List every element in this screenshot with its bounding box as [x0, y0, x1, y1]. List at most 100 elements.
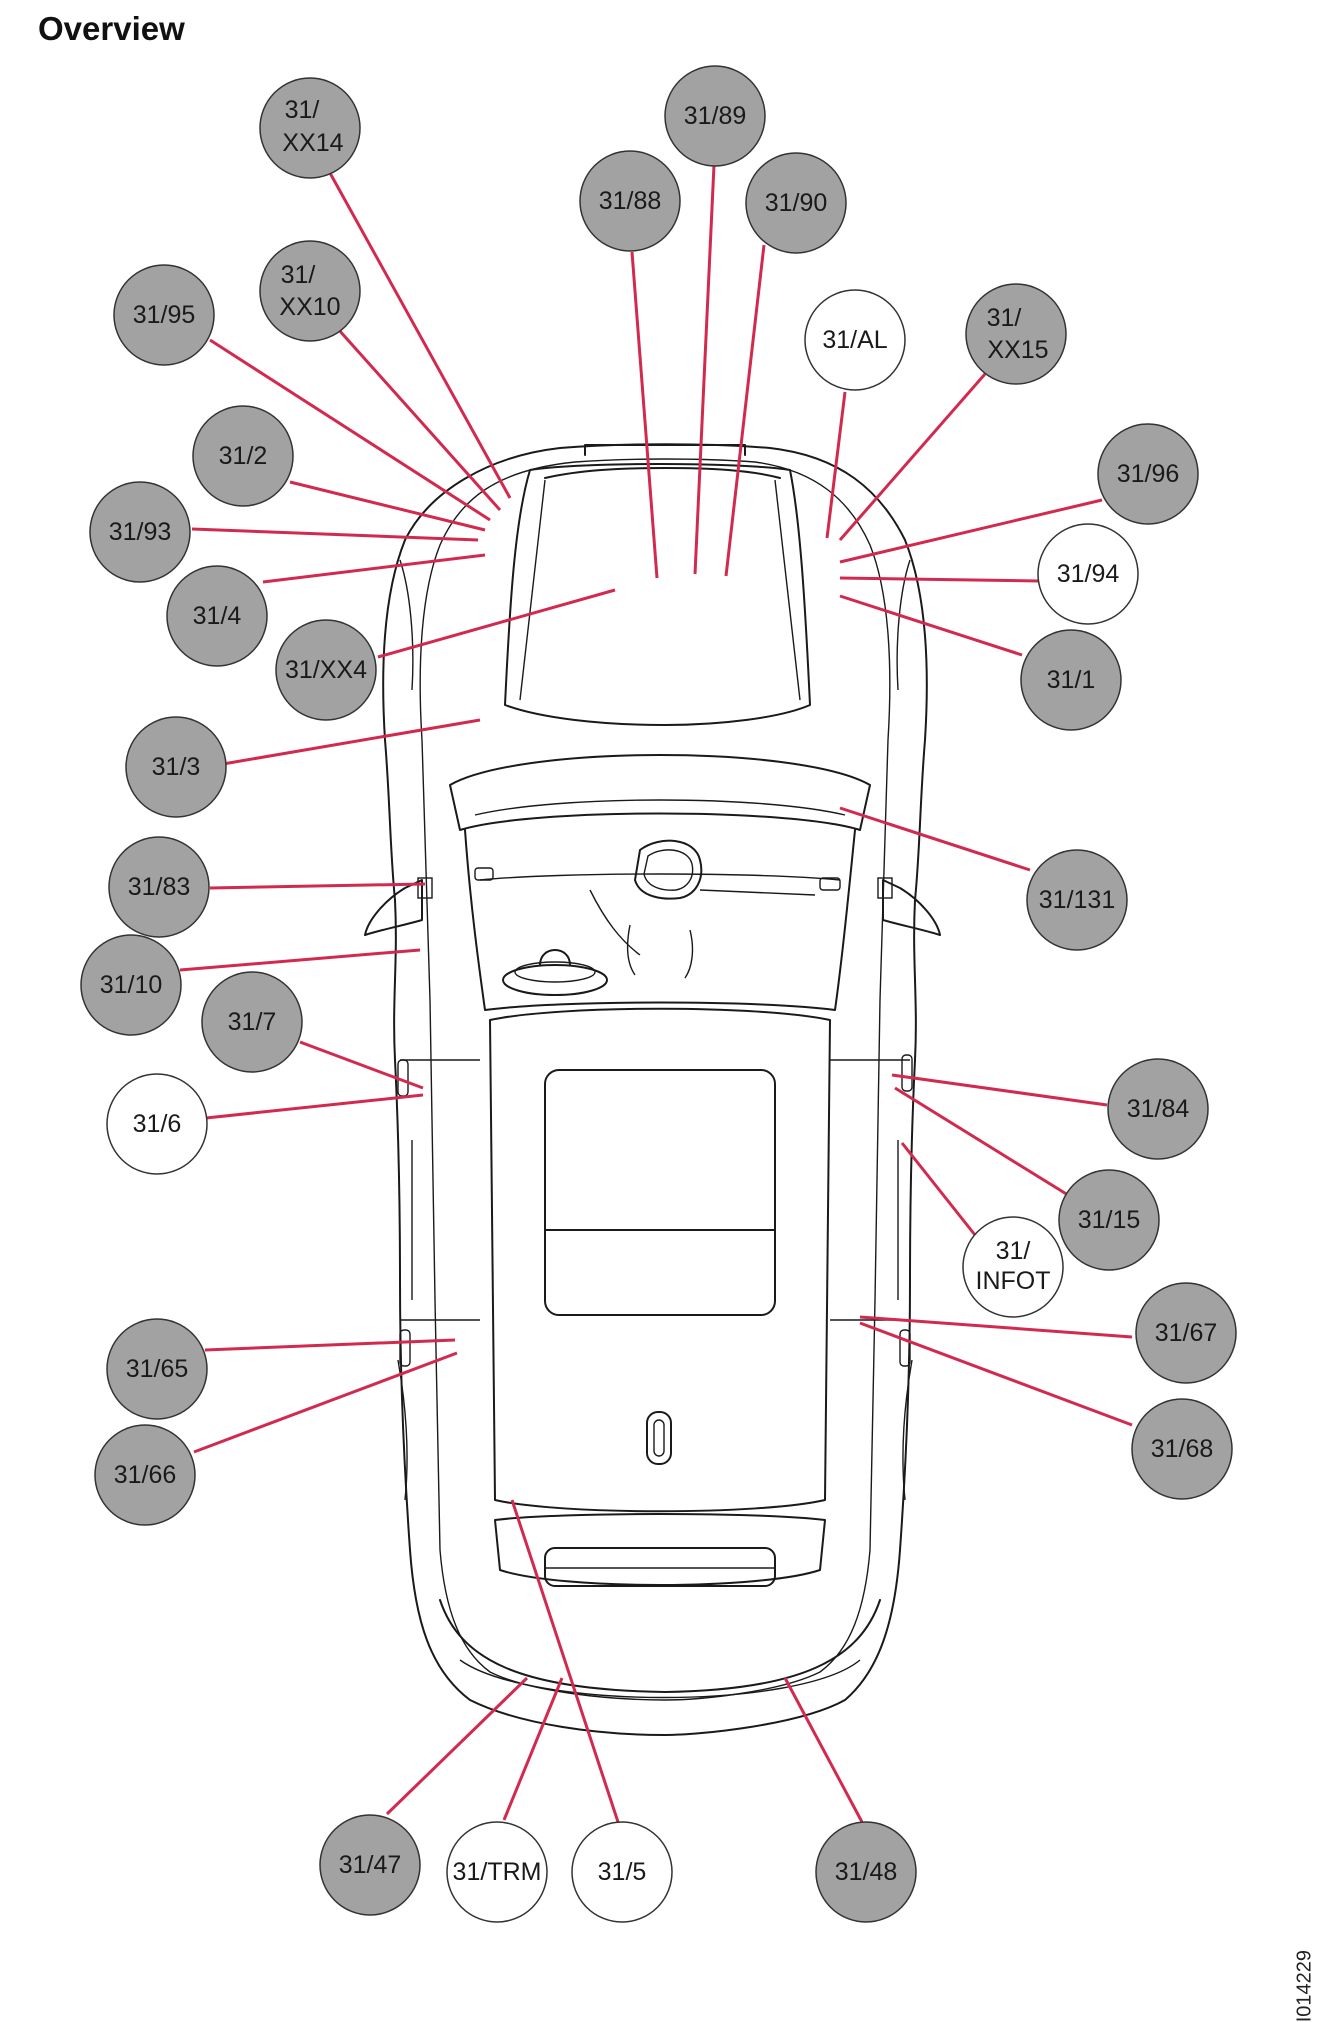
callout-label: 31/47 — [339, 1851, 402, 1879]
leader-31-83 — [209, 882, 426, 890]
leader-31-xx4 — [377, 588, 616, 659]
callout-label: 31/131 — [1039, 886, 1115, 914]
leader-31-68 — [859, 1321, 1133, 1427]
callout-label: 31/94 — [1057, 560, 1120, 588]
leader-31-84 — [891, 1073, 1108, 1107]
leader-31-xx10 — [328, 318, 502, 512]
callout-label: 31/4 — [193, 602, 242, 630]
callout-label: 31/7 — [228, 1008, 277, 1036]
callout-circle — [804, 289, 906, 391]
callout-circle — [1058, 1169, 1160, 1271]
callout-label: 31/AL — [822, 326, 887, 354]
page-title: Overview — [38, 10, 185, 47]
callout-31-90: 31/90 — [745, 152, 847, 254]
callout-31-xx4: 31/XX4 — [275, 619, 377, 721]
leader-31-15 — [894, 1086, 1069, 1197]
callout-label: 31/68 — [1151, 1435, 1214, 1463]
callout-circle — [1037, 523, 1139, 625]
leader-31-94 — [839, 576, 1039, 583]
callout-label: 31/3 — [152, 753, 201, 781]
callout-circle — [1135, 1282, 1237, 1384]
callout-31-95: 31/95 — [113, 264, 215, 366]
callout-label: 31/ — [996, 1237, 1031, 1265]
callout-31-93: 31/93 — [89, 481, 191, 583]
callout-31-5: 31/5 — [571, 1821, 673, 1923]
callout-circle — [113, 264, 215, 366]
callout-label: 31/XX4 — [285, 656, 367, 684]
callout-circle — [125, 716, 227, 818]
callout-31-88: 31/88 — [579, 150, 681, 252]
callout-label: 31/83 — [128, 873, 191, 901]
leader-31-2 — [289, 480, 486, 532]
leader-31-48 — [783, 1677, 864, 1823]
callout-label: 31/ — [987, 304, 1022, 332]
callout-circle — [201, 971, 303, 1073]
callout-circle — [192, 405, 294, 507]
callout-label: 31/48 — [835, 1858, 898, 1886]
callout-circle — [259, 240, 361, 342]
leader-31-65 — [204, 1338, 456, 1352]
callout-31-3: 31/3 — [125, 716, 227, 818]
leader-31-96 — [839, 498, 1103, 564]
callout-label: 31/84 — [1127, 1095, 1190, 1123]
leader-31-infot — [900, 1142, 977, 1236]
callout-label: 31/ — [281, 261, 316, 289]
callout-label: 31/95 — [133, 301, 196, 329]
callout-label: XX10 — [279, 293, 340, 321]
leader-31-47 — [385, 1676, 529, 1816]
leader-31-95 — [209, 338, 491, 522]
callout-label: 31/67 — [1155, 1319, 1218, 1347]
car-outline — [364, 443, 941, 1736]
leader-31-xx15 — [838, 373, 987, 541]
leader-31-90 — [724, 244, 766, 577]
callout-circle — [259, 77, 361, 179]
leader-31-66 — [193, 1351, 458, 1454]
callout-31-1: 31/1 — [1020, 629, 1122, 731]
callout-label: 31/10 — [100, 971, 163, 999]
callout-label: 31/88 — [599, 187, 662, 215]
callout-31-65: 31/65 — [106, 1318, 208, 1420]
callout-31-94: 31/94 — [1037, 523, 1139, 625]
leader-31-89 — [693, 164, 716, 575]
callout-circle — [446, 1821, 548, 1923]
callout-circle — [319, 1814, 421, 1916]
callout-circle — [89, 481, 191, 583]
callout-circle — [965, 283, 1067, 385]
callout-circle — [815, 1821, 917, 1923]
callout-31-83: 31/83 — [108, 836, 210, 938]
callout-circle — [106, 1073, 208, 1175]
callout-31-68: 31/68 — [1131, 1398, 1233, 1500]
leader-31-88 — [630, 251, 659, 579]
leader-lines — [179, 164, 1133, 1823]
callout-circle — [108, 836, 210, 938]
callout-31-4: 31/4 — [166, 565, 268, 667]
callout-31-xx14: 31/XX14 — [259, 77, 361, 179]
callout-circle — [106, 1318, 208, 1420]
leader-31-6 — [205, 1093, 424, 1120]
callout-31-xx15: 31/XX15 — [965, 283, 1067, 385]
callout-31-84: 31/84 — [1107, 1058, 1209, 1160]
callout-circle — [1107, 1058, 1209, 1160]
leader-31-al — [825, 391, 847, 539]
callout-31-infot: 31/INFOT — [962, 1216, 1064, 1318]
callout-label: 31/65 — [126, 1355, 189, 1383]
callout-31-trm: 31/TRM — [446, 1821, 548, 1923]
callout-circle — [962, 1216, 1064, 1318]
callout-31-10: 31/10 — [80, 934, 182, 1036]
callout-label: 31/15 — [1078, 1206, 1141, 1234]
callout-label: 31/TRM — [453, 1858, 542, 1886]
callout-label: 31/2 — [219, 442, 268, 470]
callout-label: 31/90 — [765, 189, 828, 217]
callout-circle — [745, 152, 847, 254]
callout-label: XX14 — [282, 129, 343, 157]
callout-label: 31/66 — [114, 1461, 177, 1489]
leader-31-4 — [262, 553, 486, 584]
callout-31-96: 31/96 — [1097, 423, 1199, 525]
leader-31-5 — [510, 1499, 620, 1823]
callout-label: XX15 — [987, 336, 1048, 364]
callout-31-66: 31/66 — [94, 1424, 196, 1526]
callout-circle — [94, 1424, 196, 1526]
callout-circle — [1026, 849, 1128, 951]
callout-31-48: 31/48 — [815, 1821, 917, 1923]
leader-31-3 — [222, 718, 481, 766]
